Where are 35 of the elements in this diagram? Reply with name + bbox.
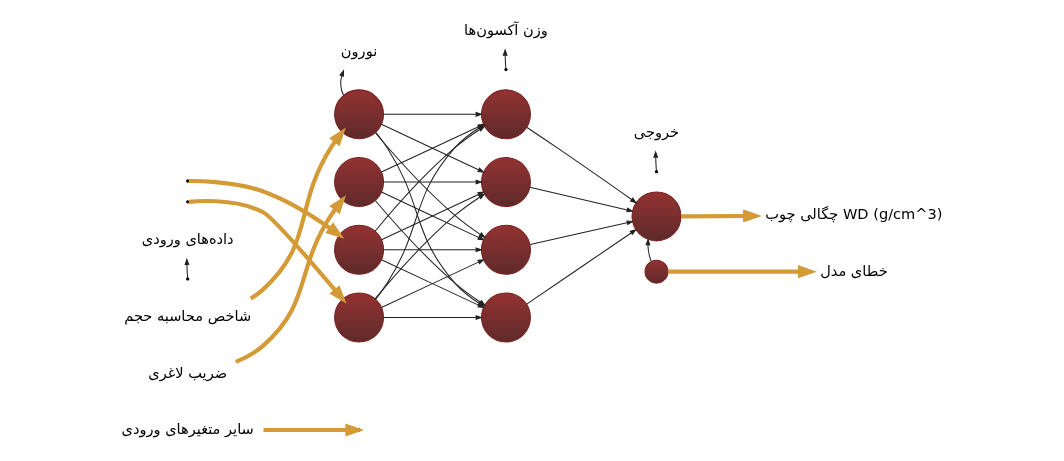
arrow xyxy=(529,186,634,213)
arrow xyxy=(526,229,637,305)
arrow xyxy=(383,247,483,253)
arrow xyxy=(339,69,345,96)
node-text: داده‌های ورودی xyxy=(141,230,234,248)
arrow xyxy=(668,265,817,279)
arrow xyxy=(184,257,190,279)
node-circle xyxy=(334,292,385,343)
arrow xyxy=(681,209,762,223)
arrow xyxy=(383,111,483,117)
node-text: ضریب لاغری xyxy=(148,363,228,381)
node-circle xyxy=(334,89,385,140)
node-text: وزن آکسون‌ها xyxy=(464,20,548,38)
node-text: شاخص محاسبه حجم xyxy=(124,307,252,325)
arrow xyxy=(380,191,485,241)
arrow xyxy=(188,178,345,239)
arrow xyxy=(263,423,365,437)
arrow xyxy=(645,238,652,262)
arrow xyxy=(526,127,638,204)
node-circle xyxy=(644,259,669,284)
arrow xyxy=(188,198,347,304)
node-text: نورون xyxy=(340,41,378,59)
node-circle xyxy=(334,157,385,208)
arrow xyxy=(383,179,483,185)
arrow xyxy=(653,150,659,171)
node-text: چگالی چوب WD (g/cm^3) xyxy=(765,205,943,223)
node-text: خطای مدل xyxy=(820,261,888,279)
node-circle xyxy=(334,224,385,275)
node-text: سایر متغیرهای ورودی xyxy=(121,419,254,437)
node-text: خروجی xyxy=(633,122,680,140)
arrow xyxy=(249,127,346,301)
arrow xyxy=(234,195,346,364)
arrow xyxy=(502,48,508,69)
arrow xyxy=(383,314,483,321)
arrow xyxy=(529,220,634,246)
